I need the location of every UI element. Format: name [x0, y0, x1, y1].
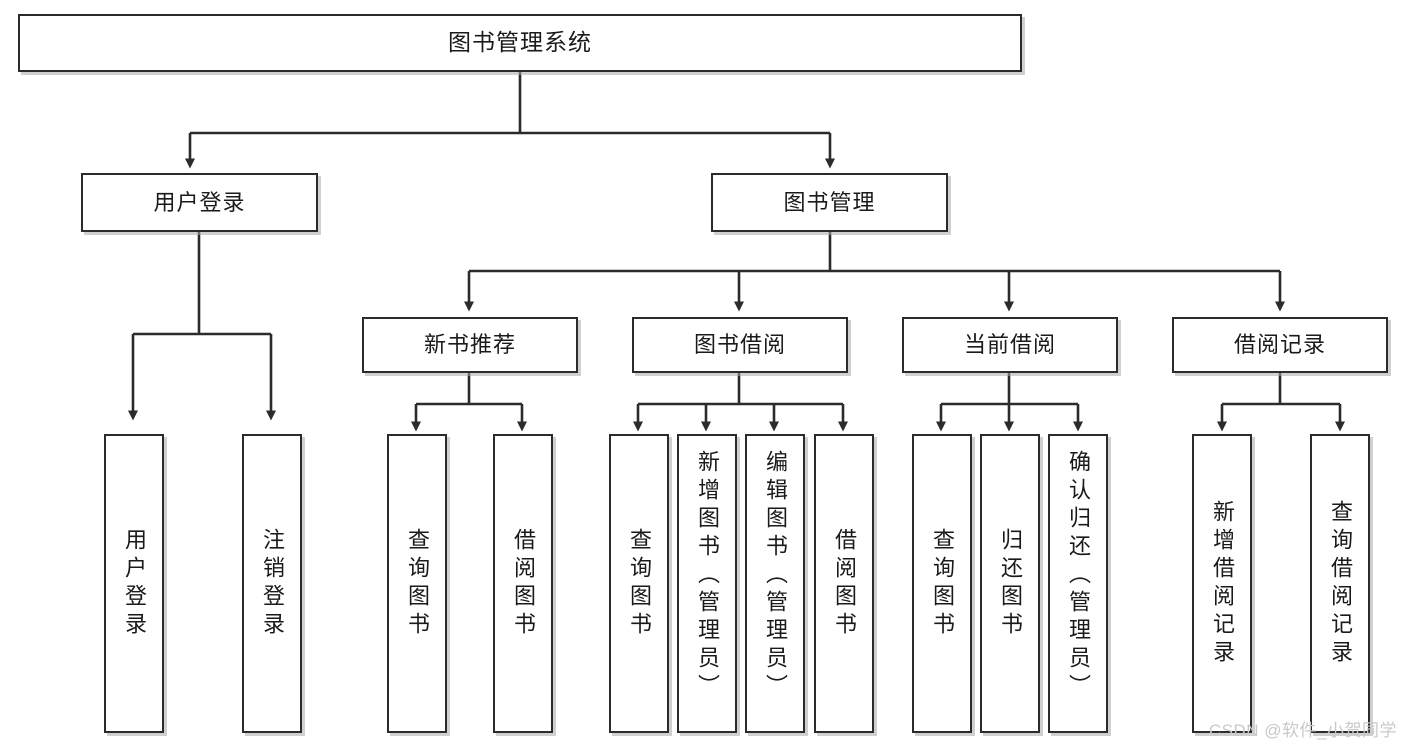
node-label: 查询借阅记录 — [1328, 499, 1353, 668]
node-label: 图书借阅 — [693, 332, 786, 358]
node-label: 查询图书 — [930, 527, 955, 640]
leaf-book-borrow-borrow-book[interactable]: 借阅图书 — [814, 434, 874, 733]
leaf-new-book-borrow-book[interactable]: 借阅图书 — [493, 434, 553, 733]
node-label: 用户登录 — [122, 527, 147, 640]
leaf-user-login[interactable]: 用户登录 — [104, 434, 164, 733]
node-label: 用户登录 — [153, 189, 246, 215]
leaf-new-book-query-book[interactable]: 查询图书 — [387, 434, 447, 733]
node-new-book-recommend[interactable]: 新书推荐 — [362, 317, 578, 373]
node-current-borrow[interactable]: 当前借阅 — [902, 317, 1118, 373]
leaf-book-borrow-add-book-admin[interactable]: 新增图书（管理员） — [677, 434, 737, 733]
node-book-management[interactable]: 图书管理 — [711, 173, 948, 232]
node-label: 图书管理系统 — [448, 29, 592, 56]
node-label: 借阅记录 — [1233, 332, 1326, 358]
leaf-current-borrow-query-book[interactable]: 查询图书 — [912, 434, 972, 733]
leaf-book-borrow-query-book[interactable]: 查询图书 — [609, 434, 669, 733]
leaf-logout[interactable]: 注销登录 — [242, 434, 302, 733]
node-root-book-management-system[interactable]: 图书管理系统 — [18, 14, 1022, 72]
csdn-watermark: CSDN @软件_小贺同学 — [1208, 721, 1397, 740]
node-label: 图书管理 — [783, 189, 876, 215]
node-label: 借阅图书 — [511, 527, 536, 640]
leaf-current-borrow-confirm-return-admin[interactable]: 确认归还（管理员） — [1048, 434, 1108, 733]
node-label: 注销登录 — [260, 527, 285, 640]
node-label: 新书推荐 — [423, 332, 516, 358]
node-label: 借阅图书 — [832, 527, 857, 640]
node-user-login[interactable]: 用户登录 — [81, 173, 318, 232]
node-label: 查询图书 — [627, 527, 652, 640]
leaf-current-borrow-return-book[interactable]: 归还图书 — [980, 434, 1040, 733]
node-label: 新增图书（管理员） — [695, 450, 720, 702]
node-label: 归还图书 — [998, 527, 1023, 640]
leaf-borrow-record-query-record[interactable]: 查询借阅记录 — [1310, 434, 1370, 733]
leaf-borrow-record-add-record[interactable]: 新增借阅记录 — [1192, 434, 1252, 733]
leaf-book-borrow-edit-book-admin[interactable]: 编辑图书（管理员） — [745, 434, 805, 733]
node-label: 当前借阅 — [963, 332, 1056, 358]
node-label: 查询图书 — [405, 527, 430, 640]
node-book-borrow[interactable]: 图书借阅 — [632, 317, 848, 373]
node-borrow-record[interactable]: 借阅记录 — [1172, 317, 1388, 373]
node-label: 编辑图书（管理员） — [763, 450, 788, 702]
node-label: 新增借阅记录 — [1210, 499, 1235, 668]
node-label: 确认归还（管理员） — [1066, 450, 1091, 702]
